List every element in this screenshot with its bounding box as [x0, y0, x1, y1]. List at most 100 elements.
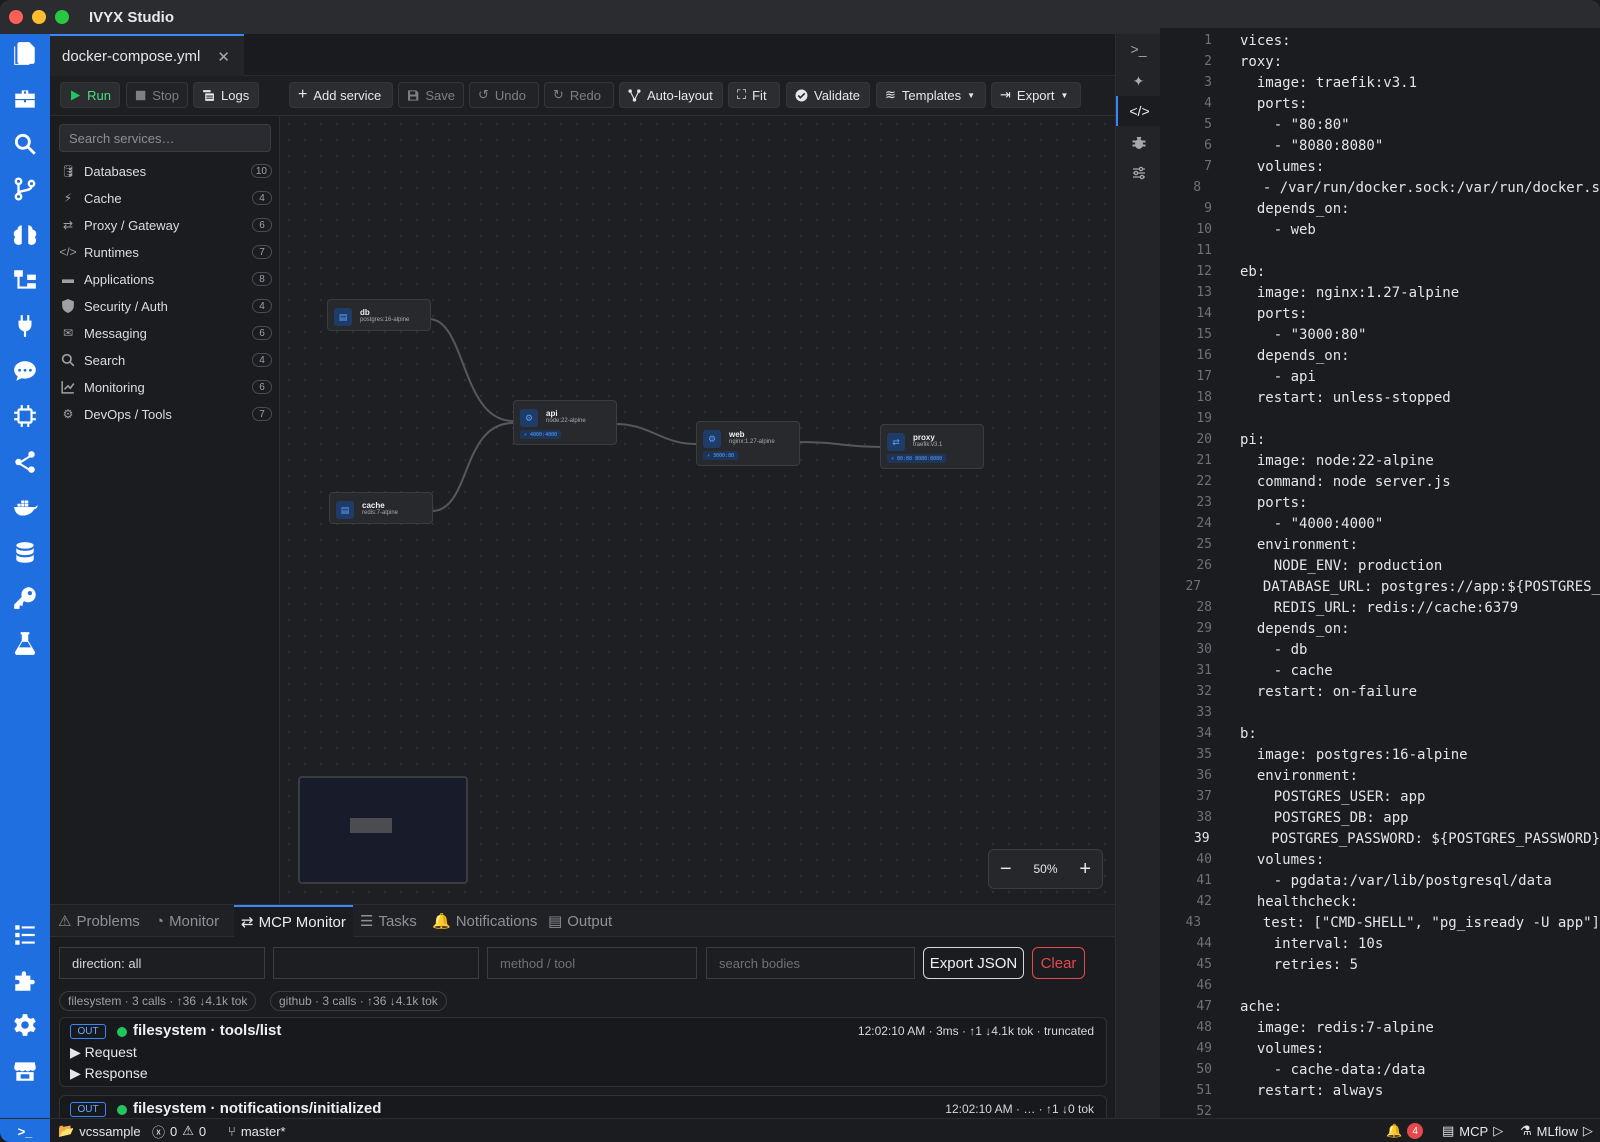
response-toggle[interactable]: ▶ Response — [70, 1065, 148, 1081]
server-filter-input[interactable] — [273, 947, 479, 979]
code-line[interactable]: 16 depends_on: — [1160, 345, 1600, 366]
code-line[interactable]: 44 interval: 10s — [1160, 933, 1600, 954]
undo-button[interactable]: ↺ Undo — [469, 82, 539, 108]
minimap[interactable] — [298, 776, 468, 884]
logs-button[interactable]: Logs — [193, 82, 259, 108]
export-json-button[interactable]: Export JSON — [923, 947, 1024, 979]
code-line[interactable]: 35 image: postgres:16-alpine — [1160, 744, 1600, 765]
close-window-button[interactable] — [9, 10, 23, 24]
tab-problems[interactable]: ⚠Problems — [58, 905, 140, 937]
code-line[interactable]: 3 image: traefik:v3.1 — [1160, 72, 1600, 93]
flask-icon[interactable] — [10, 628, 40, 658]
explorer-icon[interactable] — [10, 38, 40, 68]
node-proxy[interactable]: ⇄ proxy traefik:v3.1 ⚡ 80:80 8080:8080 — [880, 424, 984, 469]
sliders-icon[interactable] — [1116, 158, 1161, 188]
code-line[interactable]: 9 depends_on: — [1160, 198, 1600, 219]
fit-button[interactable]: ⛶ Fit — [728, 82, 780, 108]
code-line[interactable]: 13 image: nginx:1.27-alpine — [1160, 282, 1600, 303]
code-line[interactable]: 26 NODE_ENV: production — [1160, 555, 1600, 576]
bug-icon[interactable] — [1116, 128, 1161, 158]
git-branch[interactable]: ⑂master* — [228, 1119, 286, 1142]
close-icon[interactable]: ✕ — [217, 49, 230, 66]
run-button[interactable]: Run — [60, 82, 120, 108]
code-line[interactable]: 19 — [1160, 408, 1600, 429]
workspace-folder[interactable]: 📂vcssample — [58, 1119, 141, 1142]
code-line[interactable]: 31 - cache — [1160, 660, 1600, 681]
node-db[interactable]: ▤ db postgres:16-alpine — [327, 299, 431, 331]
node-web[interactable]: ⚙ web nginx:1.27-alpine ⚡ 3000:80 — [696, 421, 800, 466]
server-chip-filesystem[interactable]: filesystem · 3 calls · ↑36 ↓4.1k tok — [59, 991, 257, 1011]
extensions-icon[interactable] — [10, 966, 40, 996]
node-cache[interactable]: ▤ cache redis:7-alpine — [329, 492, 433, 524]
redo-button[interactable]: ↻ Redo — [544, 82, 614, 108]
code-line[interactable]: 49 volumes: — [1160, 1038, 1600, 1059]
code-line[interactable]: 32 restart: on-failure — [1160, 681, 1600, 702]
code-line[interactable]: 10 - web — [1160, 219, 1600, 240]
tab-mcp-monitor[interactable]: ⇄MCP Monitor — [234, 905, 353, 937]
node-api[interactable]: ⚙ api node:22-alpine ⚡ 4000:4000 — [513, 400, 617, 445]
code-line[interactable]: 43 test: ["CMD-SHELL", "pg_isready -U ap… — [1160, 912, 1600, 933]
terminal-icon[interactable]: >_ — [1130, 41, 1147, 57]
code-line[interactable]: 18 restart: unless-stopped — [1160, 387, 1600, 408]
store-icon[interactable] — [10, 1056, 40, 1086]
compose-graph-canvas[interactable]: ▤ db postgres:16-alpine ▤ cache redis:7-… — [281, 116, 1115, 904]
code-line[interactable]: 11 — [1160, 240, 1600, 261]
sparkle-icon[interactable]: ✦ — [1132, 72, 1145, 89]
code-line[interactable]: 25 environment: — [1160, 534, 1600, 555]
request-toggle[interactable]: ▶ Request — [70, 1044, 137, 1060]
minimap-viewport[interactable] — [350, 818, 392, 833]
tab-notifications[interactable]: 🔔Notifications — [432, 905, 537, 937]
export-dropdown[interactable]: ⇥ Export ▼ — [991, 82, 1081, 108]
search-services-input[interactable]: Search services… — [59, 124, 271, 152]
toolbox-icon[interactable] — [10, 84, 40, 114]
key-icon[interactable] — [10, 583, 40, 613]
code-line[interactable]: 8 - /var/run/docker.sock:/var/run/docker… — [1160, 177, 1600, 198]
code-line[interactable]: 50 - cache-data:/data — [1160, 1059, 1600, 1080]
code-line[interactable]: 5 - "80:80" — [1160, 114, 1600, 135]
search-bodies-input[interactable]: search bodies — [706, 947, 915, 979]
mcp-log-entry[interactable]: OUT filesystem · tools/list 12:02:10 AM … — [59, 1017, 1107, 1087]
templates-dropdown[interactable]: ≋ Templates ▼ — [876, 82, 986, 108]
chip-icon[interactable] — [10, 401, 40, 431]
list-tree-icon[interactable] — [10, 920, 40, 950]
code-line[interactable]: 39 POSTGRES_PASSWORD: ${POSTGRES_PASSWOR… — [1160, 828, 1600, 849]
code-line[interactable]: 45 retries: 5 — [1160, 954, 1600, 975]
gear-icon[interactable] — [10, 1010, 40, 1040]
code-line[interactable]: 36 environment: — [1160, 765, 1600, 786]
code-line[interactable]: 7 volumes: — [1160, 156, 1600, 177]
code-line[interactable]: 15 - "3000:80" — [1160, 324, 1600, 345]
clear-button[interactable]: Clear — [1032, 947, 1085, 979]
save-button[interactable]: Save — [398, 82, 464, 108]
server-chip-github[interactable]: github · 3 calls · ↑36 ↓4.1k tok — [270, 991, 447, 1011]
code-line[interactable]: 4 ports: — [1160, 93, 1600, 114]
code-line[interactable]: 40 volumes: — [1160, 849, 1600, 870]
tab-monitor[interactable]: ◔Monitor — [155, 905, 219, 937]
code-line[interactable]: 38 POSTGRES_DB: app — [1160, 807, 1600, 828]
search-icon[interactable] — [10, 129, 40, 159]
chat-icon[interactable] — [10, 356, 40, 386]
code-line[interactable]: 37 POSTGRES_USER: app — [1160, 786, 1600, 807]
docker-icon[interactable] — [10, 492, 40, 522]
maximize-window-button[interactable] — [55, 10, 69, 24]
plug-icon[interactable] — [10, 311, 40, 341]
validate-button[interactable]: Validate — [786, 82, 870, 108]
tab-tasks[interactable]: ☰Tasks — [360, 905, 417, 937]
hierarchy-icon[interactable] — [10, 265, 40, 295]
zoom-out-button[interactable]: − — [999, 857, 1012, 880]
code-line[interactable]: 29 depends_on: — [1160, 618, 1600, 639]
minimize-window-button[interactable] — [32, 10, 46, 24]
code-line[interactable]: 33 — [1160, 702, 1600, 723]
code-view-icon[interactable]: </> — [1116, 96, 1161, 126]
code-line[interactable]: 27 DATABASE_URL: postgres://app:${POSTGR… — [1160, 576, 1600, 597]
code-line[interactable]: 41 - pgdata:/var/lib/postgresql/data — [1160, 870, 1600, 891]
